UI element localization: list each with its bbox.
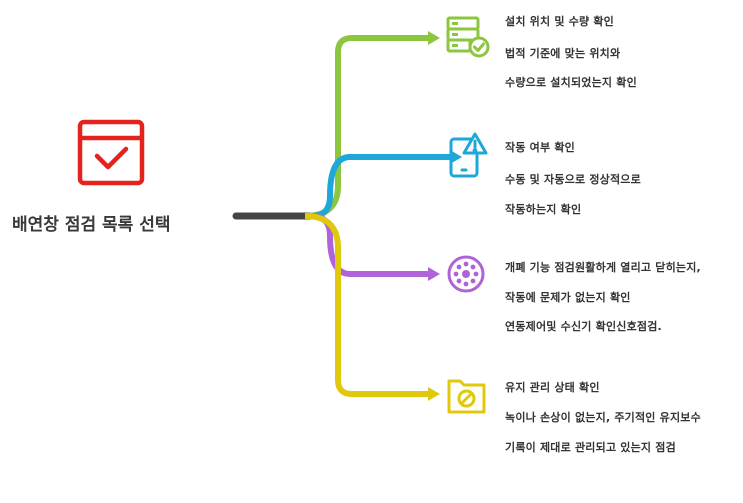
branch-2-line: 수동 및 자동으로 정상적으로: [505, 173, 641, 186]
branch-arrow-2: [450, 150, 462, 164]
folder-blocked-icon: [447, 379, 486, 414]
diagram-title: 배연창 점검 목록 선택: [12, 215, 171, 235]
branch-connector-1: [304, 35, 432, 219]
branch-1-line: 수량으로 설치되었는지 확인: [505, 76, 637, 89]
server-check-icon: [446, 16, 490, 58]
branch-2-line: 작동하는지 확인: [505, 203, 582, 216]
tablet-alert-icon: [449, 132, 488, 178]
branch-arrow-3: [428, 267, 440, 281]
branch-arrow-4: [428, 387, 440, 401]
branch-arrow-1: [428, 31, 440, 45]
branch-3-line: 작동에 문제가 없는지 확인: [505, 291, 631, 304]
branch-1-heading: 설치 위치 및 수량 확인: [505, 15, 614, 28]
branch-1-line: 법적 기준에 맞는 위치와: [505, 47, 621, 60]
calendar-check-icon: [77, 119, 145, 186]
branch-connector-2: [311, 154, 453, 219]
branch-2-heading: 작동 여부 확인: [505, 141, 575, 154]
branch-4-heading: 유지 관리 상태 확인: [505, 381, 600, 394]
branch-3-heading: 개폐 기능 점검원활하게 열리고 닫히는지,: [505, 261, 701, 274]
branch-4-line: 기록이 제대로 관리되고 있는지 점검: [505, 441, 676, 454]
gear-cog-icon: [447, 255, 485, 293]
branch-3-line: 연동제어및 수신기 확인신호점검.: [505, 320, 662, 333]
branch-4-line: 녹이나 손상이 없는지, 주기적인 유지보수: [505, 411, 701, 424]
branch-connector-4: [304, 213, 432, 397]
